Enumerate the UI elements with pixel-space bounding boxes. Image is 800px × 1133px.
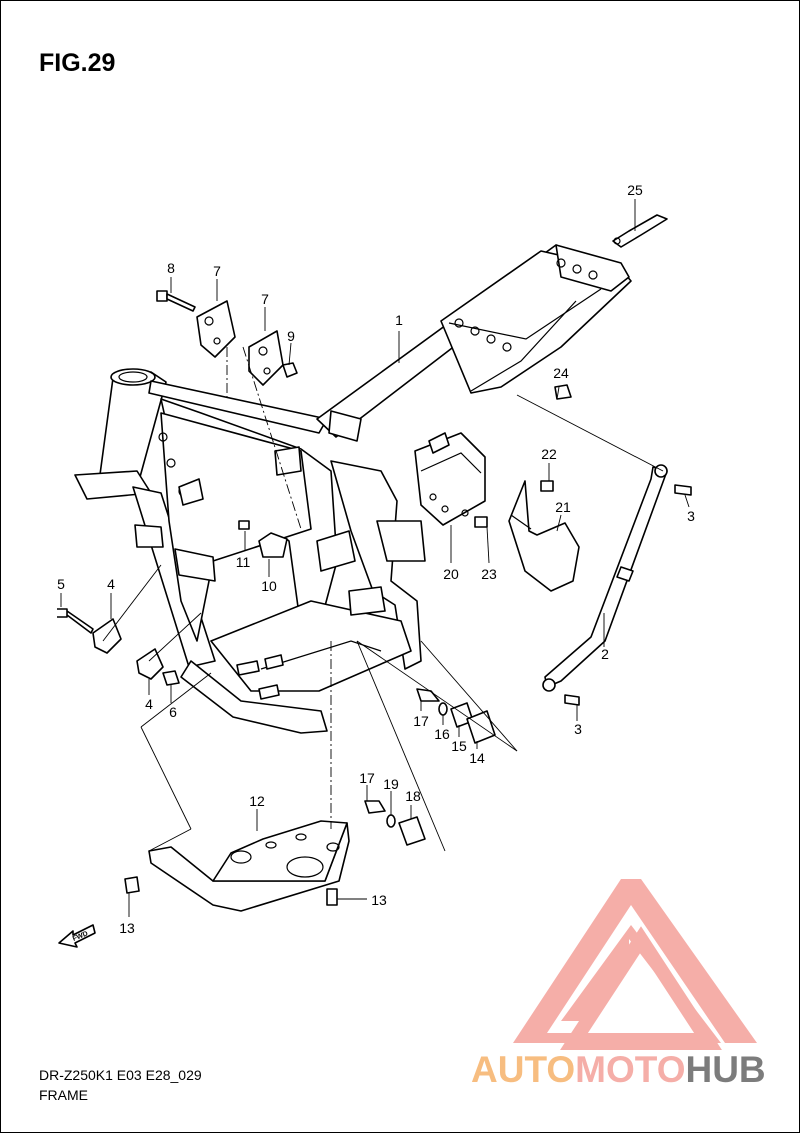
callout-5: 5 — [57, 576, 65, 592]
nut-6 — [162, 670, 180, 686]
engine-bracket-upper — [196, 300, 236, 358]
callout-13: 13 — [119, 920, 135, 936]
bolt-23 — [474, 516, 488, 528]
callout-22: 22 — [541, 446, 557, 462]
callout-20: 20 — [443, 566, 459, 582]
callout-19: 19 — [383, 776, 399, 792]
bolt-5 — [57, 608, 94, 634]
callout-1: 1 — [395, 312, 403, 328]
callout-7: 7 — [261, 291, 269, 307]
callout-14: 14 — [469, 750, 485, 766]
callout-2: 2 — [601, 646, 609, 662]
callout-21: 21 — [555, 499, 571, 515]
bolt-17-upper — [416, 688, 440, 702]
section-name: FRAME — [39, 1087, 88, 1103]
callout-16: 16 — [434, 726, 450, 742]
bolt-3-upper — [674, 484, 692, 496]
bracket-10 — [258, 532, 288, 558]
rear-subframe-tube — [542, 464, 668, 692]
figure-title: FIG.29 — [39, 49, 116, 77]
watermark-moto: MOTO — [575, 1049, 685, 1090]
svg-text:AUTOMOTOHUB: AUTOMOTOHUB — [471, 1049, 766, 1090]
bushing-14 — [466, 710, 496, 744]
callout-13: 13 — [371, 892, 387, 908]
bolt-8 — [156, 290, 196, 312]
battery-holder — [414, 432, 486, 526]
callout-3: 3 — [574, 721, 582, 737]
watermark-triangle-icon — [513, 879, 757, 1043]
model-code: DR-Z250K1 E03 E28_029 — [39, 1067, 202, 1083]
watermark-logo: AUTOMOTOHUB — [471, 879, 766, 1090]
callout-6: 6 — [169, 704, 177, 720]
watermark-auto: AUTO — [471, 1049, 575, 1090]
callout-10: 10 — [261, 578, 277, 594]
clamp-clip — [612, 214, 668, 248]
bolt-22 — [540, 480, 554, 492]
engine-bracket-lower — [248, 330, 284, 386]
callout-23: 23 — [481, 566, 497, 582]
skid-plate — [148, 820, 350, 912]
callout-4: 4 — [145, 696, 153, 712]
callout-7: 7 — [213, 263, 221, 279]
cover-plate — [508, 480, 580, 592]
callout-11: 11 — [236, 554, 251, 570]
washer-19 — [386, 814, 396, 828]
callout-15: 15 — [451, 738, 467, 754]
callout-labels: 1 2 3 3 4 4 5 6 7 7 8 9 10 11 12 13 13 1… — [57, 182, 695, 936]
nut-9 — [282, 362, 298, 378]
callout-12: 12 — [249, 793, 265, 809]
callout-17: 17 — [359, 770, 375, 786]
bolt-17-lower — [364, 800, 386, 814]
callout-9: 9 — [287, 328, 295, 344]
callout-3: 3 — [687, 508, 695, 524]
callout-4: 4 — [107, 576, 115, 592]
callout-24: 24 — [553, 365, 569, 381]
forward-direction-arrow: FWD — [58, 924, 96, 948]
callout-25: 25 — [627, 182, 643, 198]
bolt-3-lower — [564, 694, 580, 706]
callout-17: 17 — [413, 713, 429, 729]
bushing-18 — [398, 816, 426, 846]
bolt-13-right — [326, 888, 338, 906]
main-frame — [74, 244, 632, 734]
callout-8: 8 — [167, 260, 175, 276]
bracket-4-lower — [136, 648, 164, 680]
washer-16 — [438, 702, 448, 716]
bolt-13-left — [124, 876, 140, 894]
watermark-hub: HUB — [685, 1049, 765, 1090]
callout-18: 18 — [405, 788, 421, 804]
leader-lines — [60, 199, 690, 917]
bolt-11 — [238, 520, 250, 530]
